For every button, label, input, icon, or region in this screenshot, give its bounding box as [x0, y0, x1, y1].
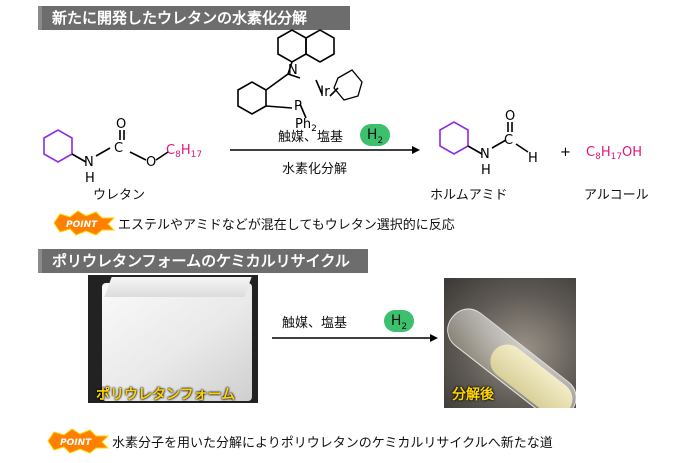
catalyst-ph2-label: Ph2: [295, 117, 317, 134]
catalyst-p-atom: P: [294, 99, 302, 114]
urethane-c-atom: C: [114, 141, 123, 156]
point-row-1: POINT エステルやアミドなどが混在してもウレタン選択的に反応: [52, 210, 455, 236]
urethane-label: ウレタン: [93, 188, 146, 203]
h2-badge-reaction1: H2: [360, 124, 390, 146]
urethane-h-atom: H: [85, 171, 95, 186]
formamide-h-atom: H: [481, 163, 491, 178]
formamide-n-atom: N: [480, 147, 490, 162]
urethane-structure: [43, 129, 169, 163]
polyurethane-foam-photo: [88, 275, 258, 403]
section-header-urethane-hydrogenolysis: 新たに開発したウレタンの水素化分解: [38, 6, 350, 30]
point-text-2: 水素分子を用いた分解によりポリウレタンのケミカルリサイクルへ新たな道: [112, 435, 553, 451]
h2-badge-reaction2: H2: [384, 310, 414, 332]
formamide-h2-atom: H: [528, 151, 538, 166]
reaction-arrow-2-head: [430, 334, 438, 342]
section-header-polyurethane-recycling: ポリウレタンフォームのケミカルリサイクル: [38, 249, 368, 273]
point-text-1: エステルやアミドなどが混在してもウレタン選択的に反応: [118, 217, 455, 233]
after-decomposition-label: 分解後: [452, 387, 494, 403]
formamide-o-atom: O: [505, 109, 515, 124]
urethane-ester-o: O: [146, 155, 156, 170]
point-word: POINT: [60, 438, 92, 448]
alcohol-label: アルコール: [584, 188, 649, 203]
iridium-catalyst-structure: [237, 29, 363, 119]
urethane-alkyl-group: C8H17: [166, 143, 202, 160]
foam-photo-label: ポリウレタンフォーム: [96, 387, 236, 403]
urethane-carbonyl-o: O: [116, 117, 126, 132]
catalyst-n-atom: N: [288, 63, 298, 78]
reaction-arrow-1-head: [412, 146, 420, 154]
reaction1-condition-bottom: 水素化分解: [282, 162, 348, 177]
catalyst-ir-atom: Ir: [320, 84, 330, 100]
tube-liquid: [483, 337, 576, 408]
reaction1-condition-top: 触媒、塩基: [278, 130, 344, 145]
plus-sign: +: [560, 145, 571, 160]
point-burst-icon: POINT: [47, 428, 110, 454]
point-burst-icon: POINT: [53, 210, 116, 236]
point-word: POINT: [66, 220, 98, 230]
point-row-2: POINT 水素分子を用いた分解によりポリウレタンのケミカルリサイクルへ新たな道: [46, 428, 553, 454]
formamide-label: ホルムアミド: [430, 188, 508, 203]
urethane-n-atom: N: [84, 155, 94, 170]
alcohol-formula: C8H17OH: [586, 145, 642, 162]
foam-cube: [102, 283, 252, 401]
formamide-c-atom: C: [504, 133, 513, 148]
foam-cube-top: [104, 277, 252, 297]
formamide-structure: [439, 121, 529, 155]
decomposed-sample-photo: [444, 278, 576, 408]
reaction2-condition-top: 触媒、塩基: [282, 316, 348, 331]
